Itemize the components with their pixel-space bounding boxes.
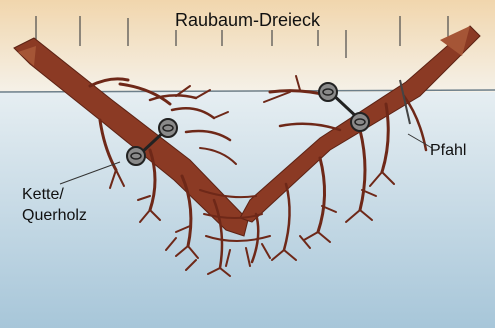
chain-crossbar-label: Kette/ Querholz	[22, 184, 87, 226]
chain-link-icon	[351, 113, 369, 131]
chain-link-icon	[127, 147, 145, 165]
chain-label-line-2: Querholz	[22, 205, 87, 226]
diagram-title: Raubaum-Dreieck	[0, 10, 495, 31]
chain-link-icon	[319, 83, 337, 101]
pile-label: Pfahl	[430, 142, 466, 160]
chain-label-line-1: Kette/	[22, 184, 87, 205]
chain-link-icon	[159, 119, 177, 137]
